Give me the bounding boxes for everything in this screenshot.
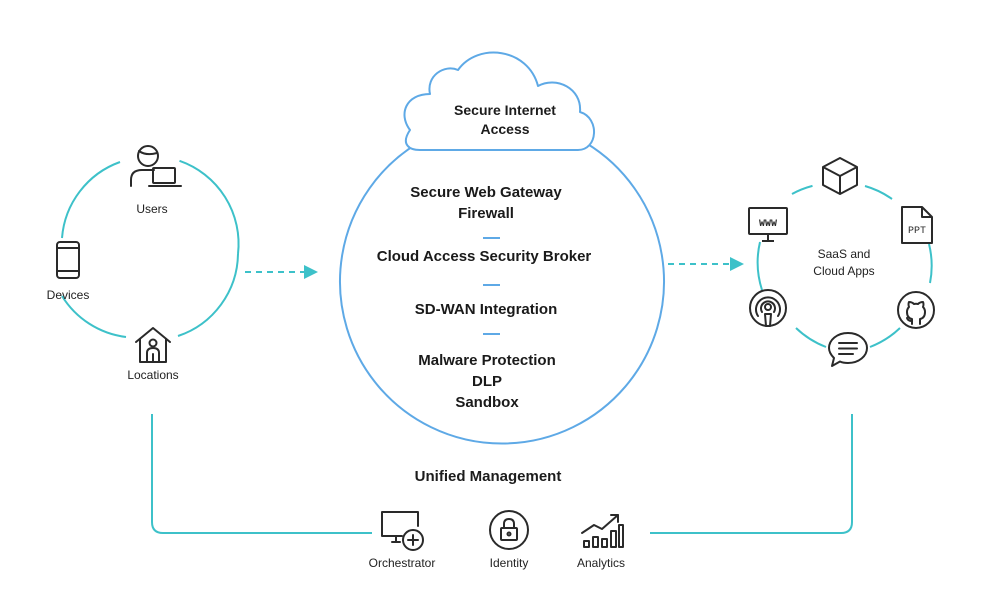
left-ring <box>61 159 240 338</box>
cloud-label: Secure Internet Access <box>454 101 556 139</box>
users-label: Users <box>136 202 168 216</box>
center-item-firewall: Firewall <box>458 205 514 222</box>
github-icon <box>896 290 936 330</box>
devices-label: Devices <box>46 288 90 302</box>
smartphone-icon <box>56 241 80 279</box>
center-item-sd-wan: SD-WAN Integration <box>414 301 558 318</box>
lock-icon <box>488 509 530 551</box>
center-group-gateway: Secure Web Gateway Firewall <box>410 182 561 224</box>
ppt-text: PPT <box>908 226 926 237</box>
right-ring <box>756 184 933 348</box>
unified-management-title: Unified Management <box>414 468 562 485</box>
arrow-center-to-right <box>668 257 744 271</box>
center-item-casb: Cloud Access Security Broker <box>376 248 592 265</box>
house-person-icon <box>134 326 172 364</box>
locations-label: Locations <box>127 368 179 382</box>
center-circle <box>339 142 665 445</box>
analytics-chart-icon <box>580 511 624 549</box>
user-laptop-icon <box>128 142 184 194</box>
orchestrator-label: Orchestrator <box>368 556 436 570</box>
chat-bubble-icon <box>827 331 869 369</box>
cloud-label-line1: Secure Internet <box>454 102 556 118</box>
saas-label: SaaS and Cloud Apps <box>813 246 874 280</box>
www-text: WWW <box>759 219 777 230</box>
analytics-label: Analytics <box>576 556 626 570</box>
center-group-protection: Malware Protection DLP Sandbox <box>418 350 556 413</box>
management-bracket <box>151 414 853 534</box>
ppt-file-icon: PPT <box>900 205 934 245</box>
cloud-shape <box>403 51 595 151</box>
center-group-casb: Cloud Access Security Broker <box>377 246 592 267</box>
cloud-label-line2: Access <box>480 121 530 137</box>
www-monitor-icon: WWW <box>748 207 788 243</box>
monitor-plus-icon <box>380 510 426 552</box>
arrow-left-to-center <box>245 265 318 279</box>
cube-icon <box>820 156 860 196</box>
center-item-sandbox: Sandbox <box>455 394 519 411</box>
podcast-icon <box>748 288 788 330</box>
saas-label-line1: SaaS and <box>817 247 871 261</box>
identity-label: Identity <box>489 556 529 570</box>
center-item-dlp: DLP <box>471 373 502 390</box>
center-item-malware-protection: Malware Protection <box>418 352 556 369</box>
center-group-sdwan: SD-WAN Integration <box>415 299 558 320</box>
center-item-secure-web-gateway: Secure Web Gateway <box>410 184 562 201</box>
saas-label-line2: Cloud Apps <box>813 264 875 278</box>
center-dividers <box>483 237 500 335</box>
